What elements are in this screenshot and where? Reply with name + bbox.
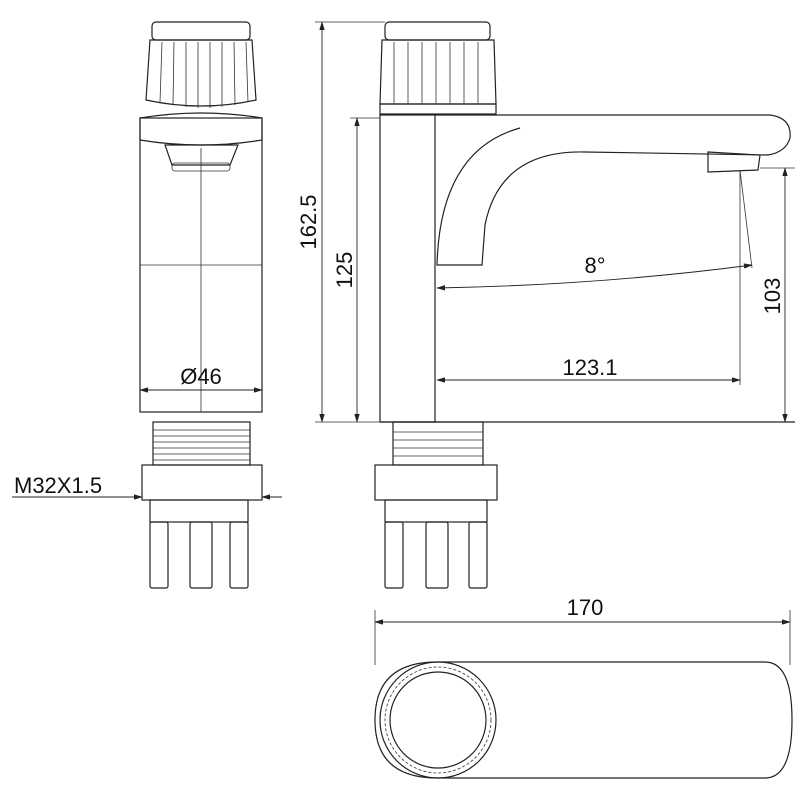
spout-aerator [707,151,761,173]
front-aerator [164,144,239,166]
side-handle-knob [379,21,497,115]
diameter-label: Ø46 [180,364,222,389]
front-thread [141,421,263,589]
knob-outer-circle [379,661,497,779]
front-view: Ø46 M32X1.5 [12,21,282,589]
top-view: 170 [374,595,793,779]
spout [435,114,791,266]
thread-label: M32X1.5 [14,473,102,498]
angle-label: 8° [584,253,605,278]
body-height-label: 125 [332,252,357,289]
spout-reach-label: 123.1 [562,355,617,380]
front-handle-knob [145,21,257,108]
top-outline [374,661,793,779]
spout-height-label: 103 [760,278,785,315]
side-view: 162.5 125 103 8° 123.1 [296,21,795,589]
total-height-label: 162.5 [296,194,321,249]
knob-inner-circle [389,671,487,769]
side-body [379,114,436,423]
total-length-label: 170 [567,595,604,620]
side-thread [374,421,498,589]
